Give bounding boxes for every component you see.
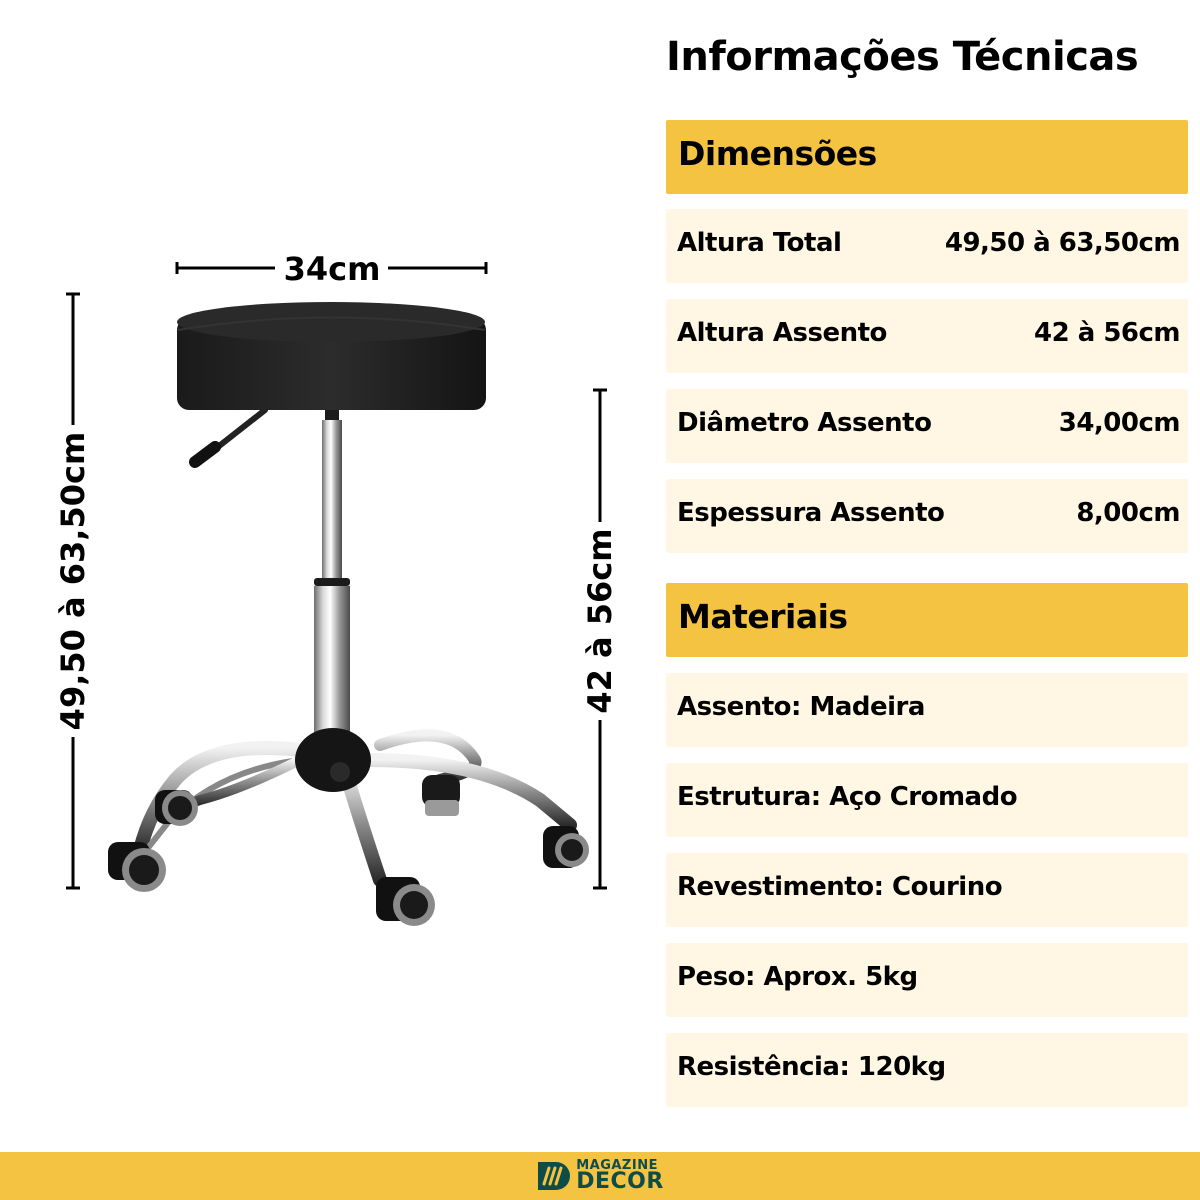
spec-row-seat-height: Altura Assento 42 à 56cm [666, 299, 1188, 373]
total-height-label: 49,50 à 63,50cm [54, 432, 92, 731]
stool-illustration [108, 302, 589, 926]
caster [155, 790, 198, 826]
seat-height-dimension: 42 à 56cm [581, 388, 619, 890]
section-header-materials: Materiais [666, 583, 1188, 657]
material-text: Peso: Aprox. 5kg [677, 962, 918, 992]
spec-value: 8,00cm [1076, 498, 1180, 528]
caster [422, 775, 460, 816]
material-row-structure: Estrutura: Aço Cromado [666, 763, 1188, 837]
footer-bar: MAGAZINE DECOR [0, 1152, 1200, 1200]
spec-value: 34,00cm [1058, 408, 1181, 438]
seat-height-label: 42 à 56cm [581, 528, 619, 713]
caster [108, 842, 166, 892]
spec-label: Diâmetro Assento [677, 408, 932, 438]
spec-row-seat-diameter: Diâmetro Assento 34,00cm [666, 389, 1188, 463]
brand-name-bottom: DECOR [576, 1169, 664, 1194]
brand-logo-mark-icon [538, 1162, 571, 1190]
width-dimension: 34cm [175, 250, 488, 288]
material-text: Revestimento: Courino [677, 872, 1003, 902]
caster [543, 826, 589, 868]
spec-label: Altura Total [677, 228, 842, 258]
material-text: Estrutura: Aço Cromado [677, 782, 1018, 812]
spec-value: 49,50 à 63,50cm [944, 228, 1181, 258]
material-text: Assento: Madeira [677, 692, 925, 722]
width-label: 34cm [284, 250, 381, 288]
section-header-dimensions: Dimensões [666, 120, 1188, 194]
spec-row-seat-thickness: Espessura Assento 8,00cm [666, 479, 1188, 553]
spec-row-total-height: Altura Total 49,50 à 63,50cm [666, 209, 1188, 283]
material-row-weight: Peso: Aprox. 5kg [666, 943, 1188, 1017]
material-text: Resistência: 120kg [677, 1052, 946, 1082]
brand-name-top: MAGAZINE [576, 1158, 658, 1173]
caster [376, 877, 435, 926]
total-height-dimension: 49,50 à 63,50cm [54, 292, 92, 890]
material-row-upholstery: Revestimento: Courino [666, 853, 1188, 927]
product-dimension-diagram: 34cm 49,50 à 63,50cm 42 à 56cm [54, 250, 619, 926]
spec-label: Espessura Assento [677, 498, 945, 528]
page-title: Informações Técnicas [666, 34, 1139, 80]
brand-logo: MAGAZINE DECOR [536, 1158, 664, 1194]
spec-value: 42 à 56cm [1033, 318, 1181, 348]
material-row-seat: Assento: Madeira [666, 673, 1188, 747]
spec-label: Altura Assento [677, 318, 887, 348]
material-row-load-capacity: Resistência: 120kg [666, 1033, 1188, 1107]
